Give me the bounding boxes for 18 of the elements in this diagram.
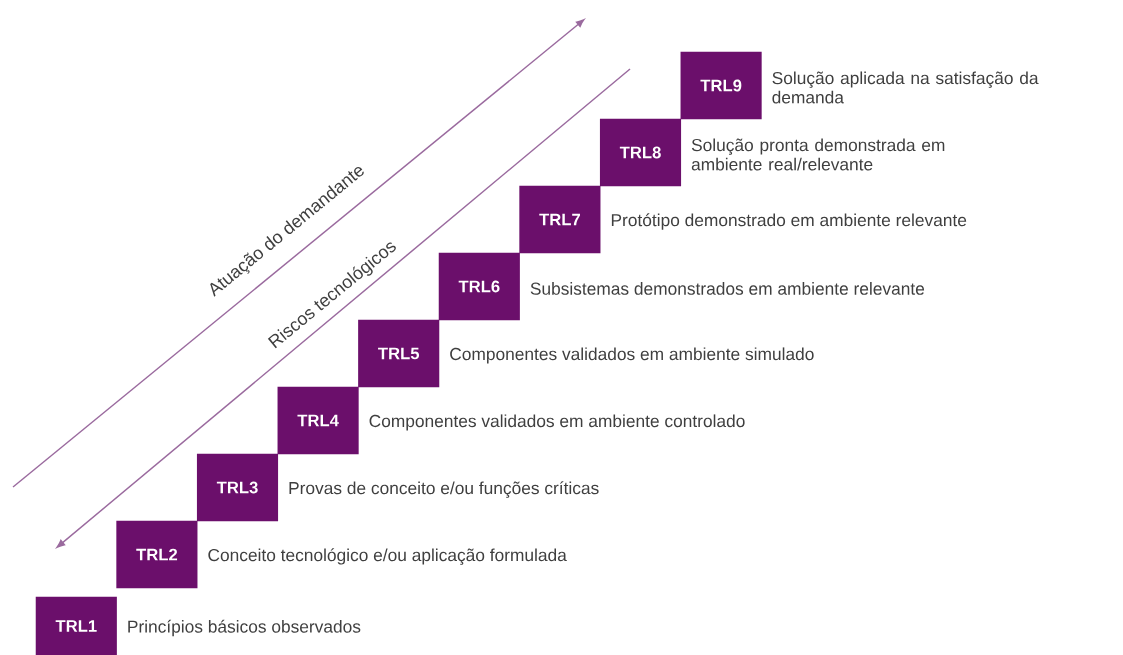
level-box: TRL5 xyxy=(358,319,440,388)
level-description: Componentes validados em ambiente controlado xyxy=(369,414,745,431)
level-description: Princípios básicos observados xyxy=(128,619,361,637)
level-description: Solução pronta demonstrada em ambiente real/relevante xyxy=(691,138,945,171)
level-description: Conceito tecnológico e/ou aplicação formulada xyxy=(208,548,567,565)
level-box: TRL1 xyxy=(35,596,117,655)
level-description: Componentes validados em ambiente simulado xyxy=(450,347,814,364)
level-box: TRL6 xyxy=(438,252,520,321)
level-box: TRL9 xyxy=(680,51,762,120)
level-box: TRL2 xyxy=(116,520,198,589)
level-description: Subsistemas demonstrados em ambiente relevante xyxy=(530,282,925,295)
level-description: Protótipo demonstrado em ambiente relevante xyxy=(611,213,967,230)
level-description: Provas de conceito e/ou funções críticas xyxy=(289,481,599,498)
level-description: Solução aplicada na satisfação da demanda xyxy=(772,71,1039,104)
level-box: TRL8 xyxy=(599,118,682,187)
level-box: TRL3 xyxy=(196,453,279,522)
level-box: TRL4 xyxy=(277,386,359,455)
level-box: TRL7 xyxy=(519,185,601,254)
